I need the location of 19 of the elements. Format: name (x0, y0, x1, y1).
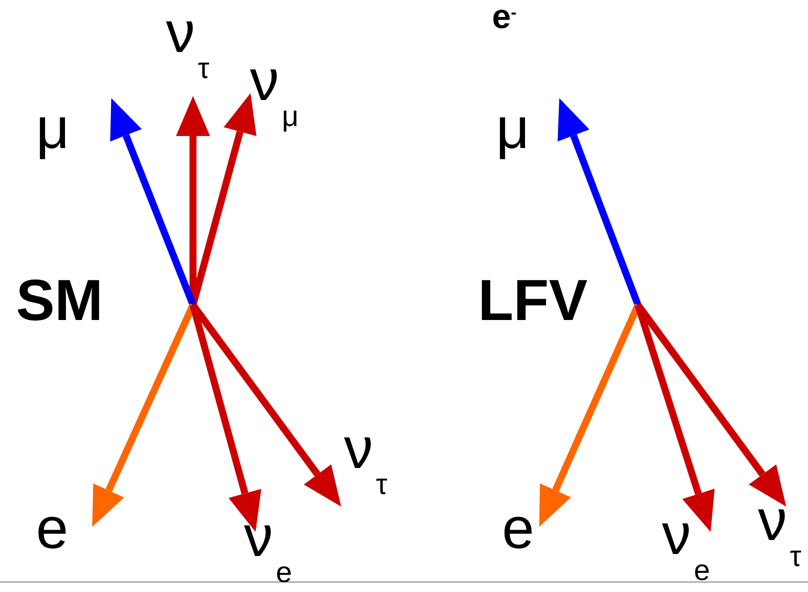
particle-label: e (36, 500, 68, 558)
arrow (110, 98, 196, 306)
arrow (190, 304, 262, 532)
particle-label: μ (36, 100, 70, 158)
model-label: SM (16, 272, 103, 330)
particle-label: e$^{-}$ (492, 0, 517, 34)
arrow (558, 98, 642, 306)
particle-label: e (502, 500, 534, 558)
particle-label: ν$_{e}$ (244, 508, 292, 588)
particle-label: ν$_{τ}$ (166, 4, 210, 84)
arrow (634, 304, 715, 532)
arrow (190, 302, 342, 507)
arrow (635, 302, 786, 507)
particle-label: ν$_{τ}$ (758, 492, 802, 572)
particle-label: ν$_{e}$ (662, 506, 710, 586)
particle-label: μ (496, 100, 530, 158)
particle-label: ν$_{τ}$ (344, 420, 388, 500)
particle-label: ν$_{μ}$ (250, 52, 299, 132)
model-label: LFV (478, 272, 588, 330)
